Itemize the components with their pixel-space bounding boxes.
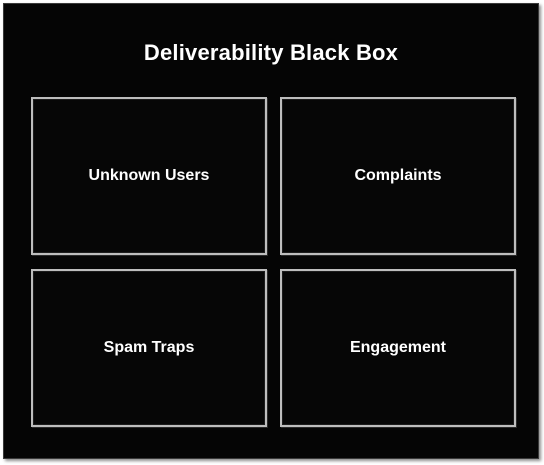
box-label: Engagement (349, 339, 446, 356)
box-label: Complaints (354, 167, 442, 184)
box-engagement: Engagement (280, 269, 516, 427)
box-label: Unknown Users (88, 167, 210, 184)
box-complaints: Complaints (280, 97, 516, 255)
box-unknown-users: Unknown Users (31, 97, 267, 255)
box-label: Spam Traps (103, 339, 195, 356)
box-spam-traps: Spam Traps (31, 269, 267, 427)
diagram-title: Deliverability Black Box (143, 40, 399, 65)
black-box-diagram: Deliverability Black Box Unknown Users C… (3, 3, 539, 459)
